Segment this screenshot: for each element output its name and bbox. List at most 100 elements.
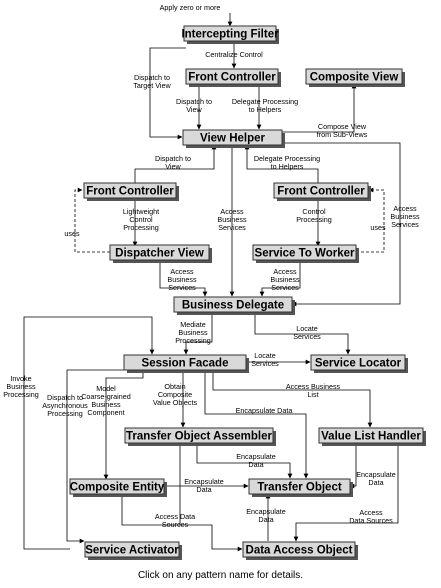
pattern-front-controller-top[interactable]: Front Controller xyxy=(185,68,281,87)
pattern-composite-view[interactable]: Composite View xyxy=(305,68,405,87)
pattern-business-delegate[interactable]: Business Delegate xyxy=(173,296,295,315)
pattern-box[interactable] xyxy=(124,427,274,444)
pattern-label[interactable]: View Helper xyxy=(200,133,266,145)
relation-label-encapsulate-data-sf: Encapsulate Data xyxy=(236,406,293,415)
relation-label-line: Encapsulate xyxy=(184,477,224,486)
pattern-box[interactable] xyxy=(183,25,277,42)
relation-label-line: Data xyxy=(196,485,211,494)
relation-label-line: Invoke xyxy=(10,374,31,383)
pattern-label[interactable]: Dispatcher View xyxy=(115,248,204,260)
relation-label-line: Lightweight xyxy=(123,207,159,216)
pattern-front-controller-right[interactable]: Front Controller xyxy=(273,182,371,201)
relation-label-line: Apply zero or more xyxy=(160,3,221,12)
relation-label-line: Data Sources xyxy=(349,516,393,525)
relation-label-line: View xyxy=(186,105,202,114)
relation-label-apply-zero-or-more: Apply zero or more xyxy=(160,3,221,12)
relation-label-line: Services xyxy=(293,332,321,341)
relation-label-line: uses xyxy=(64,229,80,238)
relation-label-line: Asynchronous xyxy=(42,401,88,410)
relation-label-line: Value Objects xyxy=(153,398,198,407)
relation-label-line: Services xyxy=(168,283,196,292)
relation-label-line: Model xyxy=(96,384,116,393)
relation-label-line: Locate xyxy=(254,351,276,360)
relation-label-line: to Helpers xyxy=(271,162,304,171)
pattern-box[interactable] xyxy=(252,244,357,261)
relation-label-line: Coarse-grained xyxy=(81,392,131,401)
pattern-transfer-object-assembler[interactable]: Transfer Object Assembler xyxy=(124,427,276,446)
pattern-session-facade[interactable]: Session Facade xyxy=(123,354,249,373)
pattern-box[interactable] xyxy=(84,541,180,558)
pattern-box[interactable] xyxy=(310,354,406,371)
pattern-view-helper[interactable]: View Helper xyxy=(182,129,285,148)
pattern-label[interactable]: Front Controller xyxy=(188,72,276,84)
pattern-box[interactable] xyxy=(185,68,279,85)
relation-label-line: Centralize Control xyxy=(205,50,263,59)
relation-label-line: Access xyxy=(220,207,244,216)
pattern-box[interactable] xyxy=(248,478,351,495)
pattern-label[interactable]: Composite View xyxy=(310,72,399,84)
relation-label-line: Business xyxy=(217,215,247,224)
pattern-box[interactable] xyxy=(305,68,403,85)
relation-label-line: List xyxy=(307,390,318,399)
pattern-label[interactable]: Value List Handler xyxy=(321,431,421,443)
relation-label-line: Processing xyxy=(175,336,211,345)
relation-label-line: Access Business xyxy=(286,382,341,391)
pattern-label[interactable]: Business Delegate xyxy=(182,300,284,312)
pattern-composite-entity[interactable]: Composite Entity xyxy=(69,478,167,497)
pattern-label[interactable]: Service To Worker xyxy=(255,248,355,260)
pattern-label[interactable]: Service Locator xyxy=(315,358,402,370)
relation-label-line: Delegate Processing xyxy=(254,154,320,163)
pattern-box[interactable] xyxy=(123,354,247,371)
pattern-box[interactable] xyxy=(109,244,210,261)
pattern-front-controller-left[interactable]: Front Controller xyxy=(83,182,179,201)
pattern-service-activator[interactable]: Service Activator xyxy=(84,541,182,560)
pattern-service-to-worker[interactable]: Service To Worker xyxy=(252,244,359,263)
pattern-box[interactable] xyxy=(173,296,293,313)
pattern-box[interactable] xyxy=(69,478,165,495)
pattern-label[interactable]: Transfer Object xyxy=(257,482,342,494)
relation-label-line: Access xyxy=(359,508,383,517)
relation-label-line: Business xyxy=(178,328,208,337)
pattern-label[interactable]: Intercepting Filter xyxy=(181,29,279,41)
pattern-box[interactable] xyxy=(273,182,369,199)
pattern-transfer-object[interactable]: Transfer Object xyxy=(248,478,353,497)
relation-label-line: Target View xyxy=(133,81,171,90)
pattern-label[interactable]: Transfer Object Assembler xyxy=(126,431,272,443)
pattern-box[interactable] xyxy=(182,129,283,146)
relation-label-line: Data xyxy=(248,460,263,469)
pattern-data-access-object[interactable]: Data Access Object xyxy=(242,541,358,560)
pattern-label[interactable]: Session Facade xyxy=(142,358,229,370)
relation-label-line: Dispatch to xyxy=(134,73,170,82)
pattern-dispatcher-view[interactable]: Dispatcher View xyxy=(109,244,212,263)
pattern-label[interactable]: Front Controller xyxy=(86,186,174,198)
relation-label-line: Business xyxy=(270,275,300,284)
relation-label-line: View xyxy=(165,162,181,171)
pattern-intercepting-filter[interactable]: Intercepting Filter xyxy=(181,25,279,44)
pattern-label[interactable]: Data Access Object xyxy=(246,545,353,557)
pattern-box[interactable] xyxy=(242,541,356,558)
pattern-service-locator[interactable]: Service Locator xyxy=(310,354,408,373)
pattern-label[interactable]: Composite Entity xyxy=(70,482,165,494)
pattern-box[interactable] xyxy=(318,427,424,444)
relation-label-line: Compose View xyxy=(318,122,367,131)
pattern-box[interactable] xyxy=(83,182,177,199)
pattern-label[interactable]: Front Controller xyxy=(277,186,365,198)
relation-label-line: Sources xyxy=(162,520,189,529)
pattern-label[interactable]: Service Activator xyxy=(85,545,179,557)
relation-label-line: Services xyxy=(391,220,419,229)
pattern-value-list-handler[interactable]: Value List Handler xyxy=(318,427,426,446)
relation-label-line: Control xyxy=(302,207,326,216)
